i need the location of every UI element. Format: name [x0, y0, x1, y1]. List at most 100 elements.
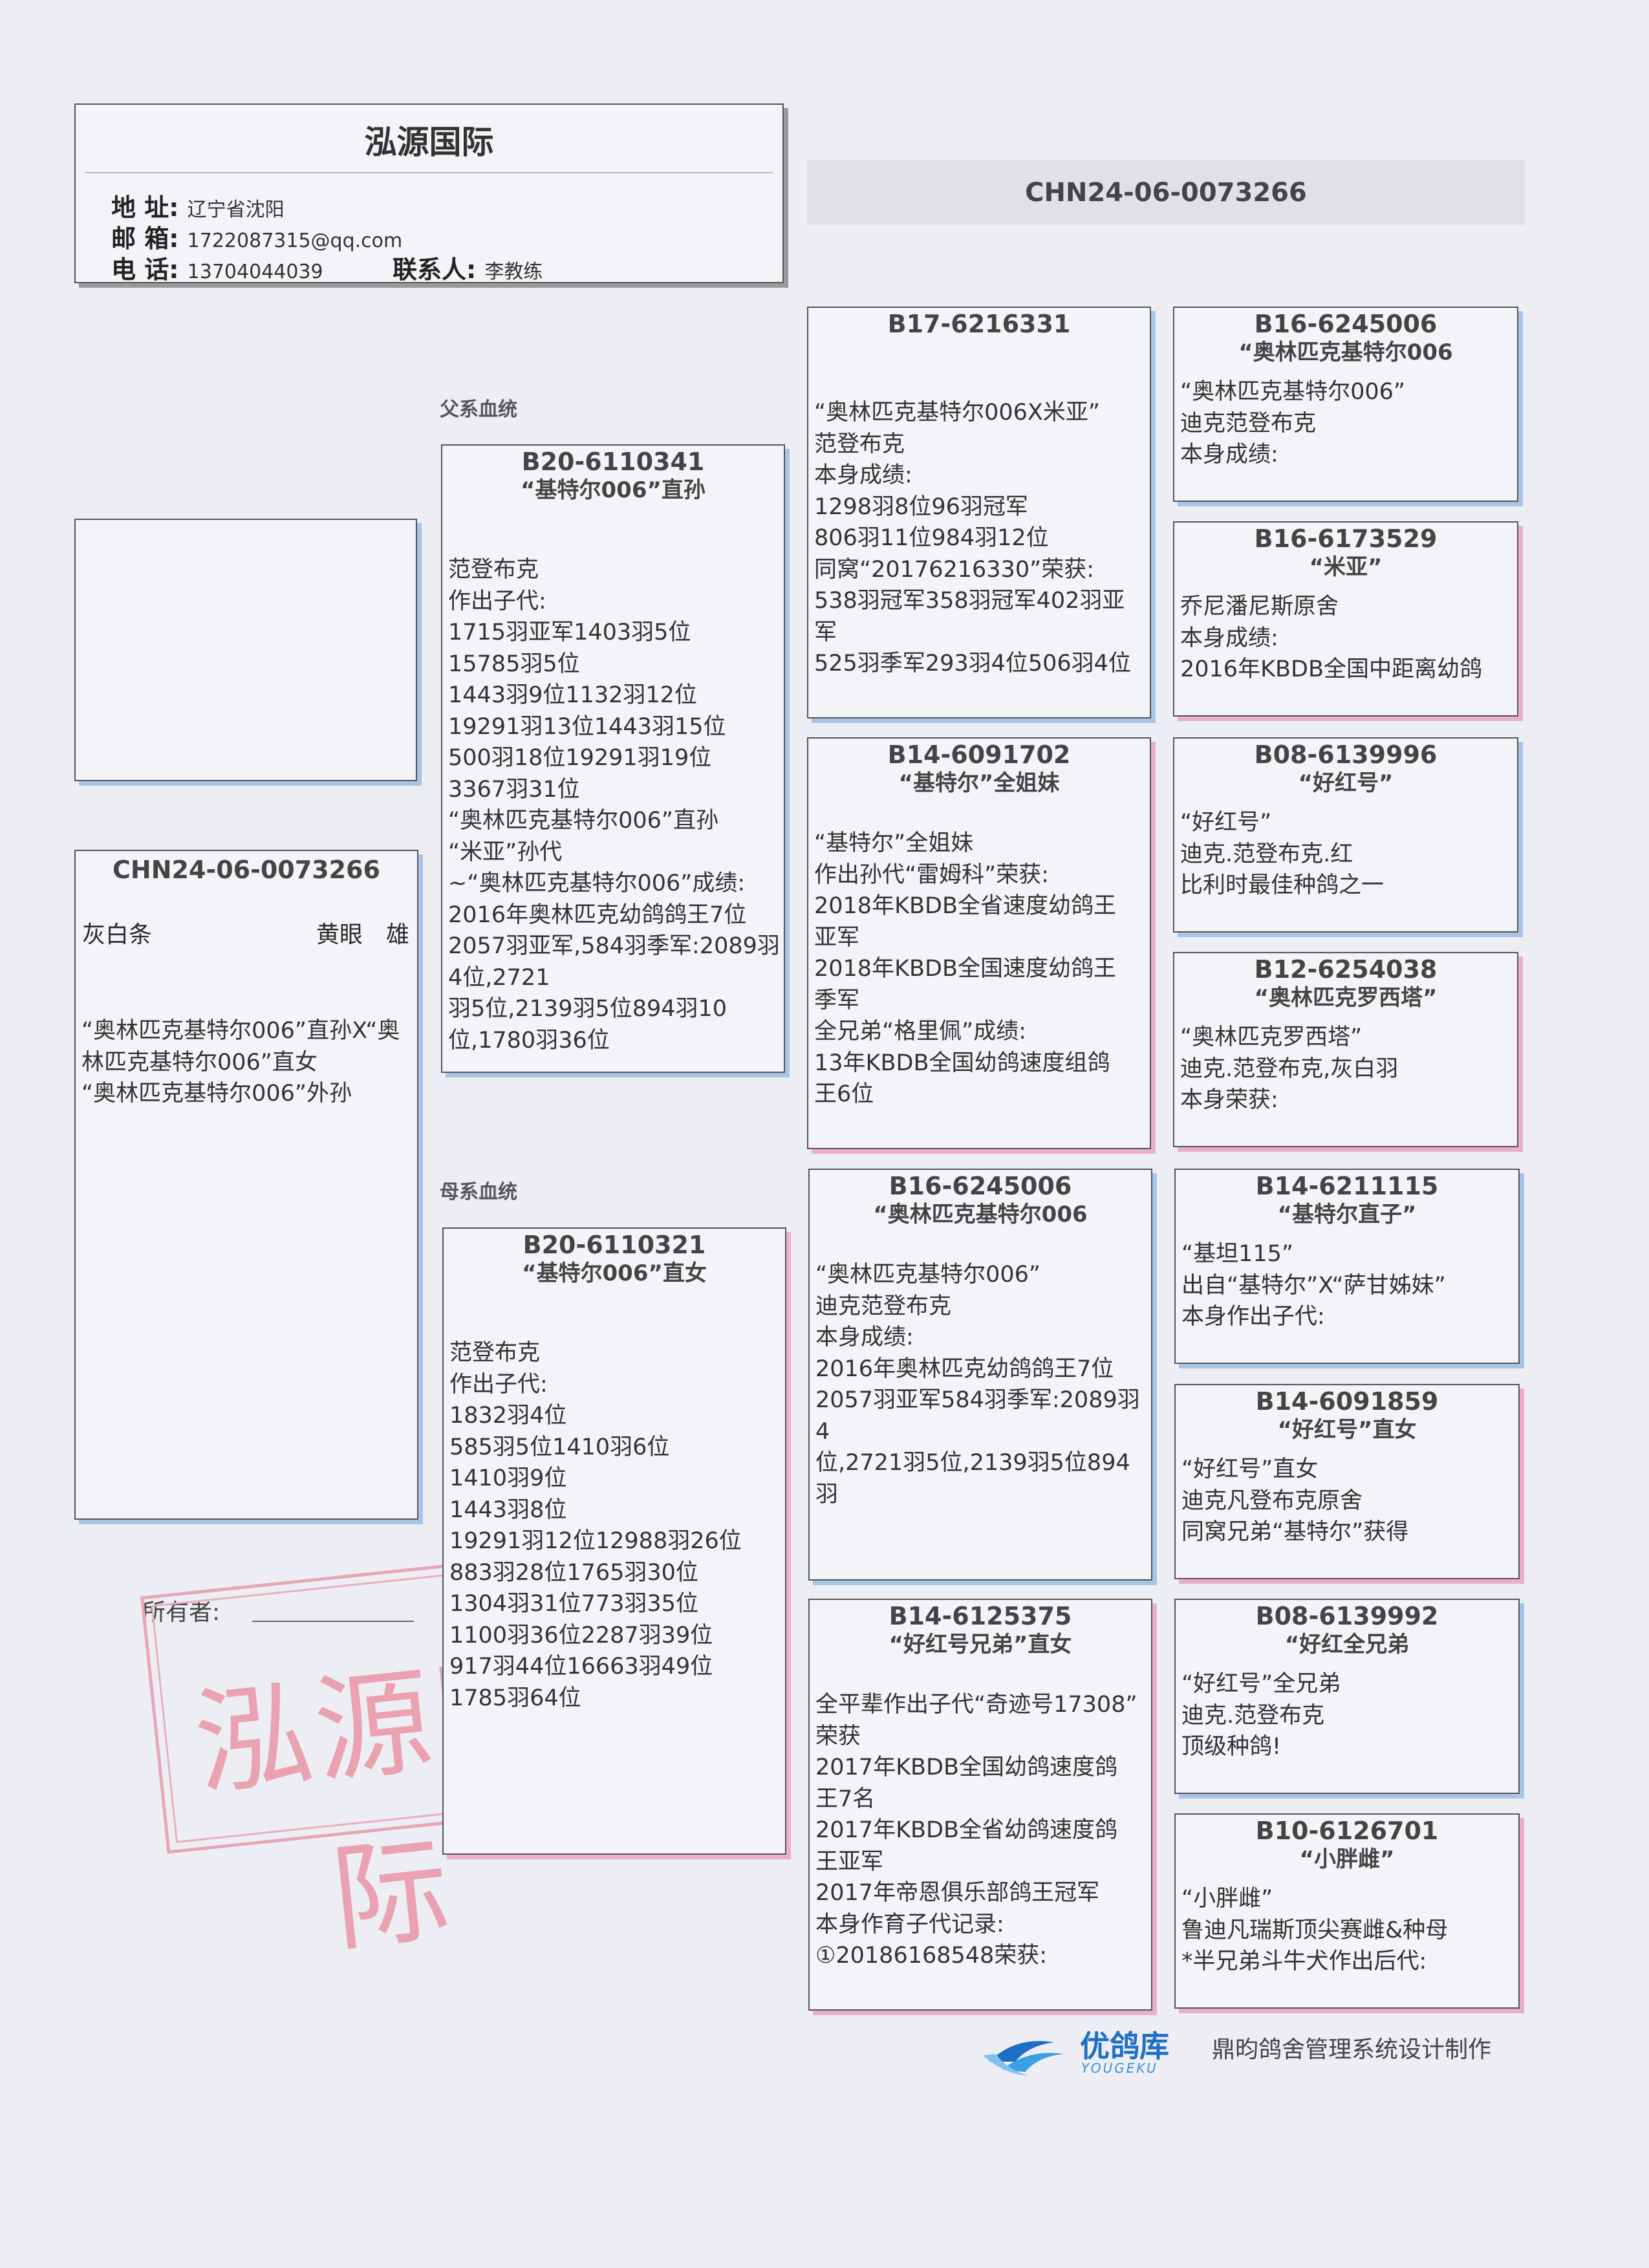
gp3-line: 4: [815, 1418, 830, 1445]
ggp1-name: “奥林匹克基特尔006: [1238, 340, 1453, 365]
email-label: 邮 箱:: [111, 224, 179, 253]
sire-line: 1715羽亚军1403羽5位: [448, 620, 691, 645]
pigeon-photo: [74, 519, 417, 781]
sire-line: 15785羽5位: [448, 651, 580, 677]
ggp8-lines: “小胖雌” 鲁迪凡瑞斯顶尖赛雌&种母 *半兄弟斗牛犬作出后代:: [1176, 1883, 1518, 1978]
gp3-line: 迪克范登布克: [815, 1293, 952, 1319]
sire-line: 位,1780羽36位: [448, 1027, 610, 1053]
ggp7-name: “好红全兄弟: [1284, 1632, 1410, 1658]
sire-line: 500羽18位19291羽19位: [448, 745, 712, 771]
subject-line: “奥林匹克基特尔006”直孙X“奥: [81, 1018, 400, 1044]
ggp2-lines: 乔尼潘尼斯原舍 本身成绩: 2016年KBDB全国中距离幼鸽: [1174, 591, 1517, 686]
ggp4-line: “奥林匹克罗西塔”: [1180, 1024, 1363, 1050]
email-value: 1722087315@qq.com: [187, 230, 403, 252]
gp1-line: 军: [814, 619, 837, 645]
sire-line: ~“奥林匹克基特尔006”成绩:: [448, 870, 746, 896]
gp2-line: 2018年KBDB全国速度幼鸽王: [814, 956, 1116, 982]
contact-row: 联系人: 李教练: [393, 250, 543, 283]
dam-line: 作出子代:: [449, 1371, 548, 1398]
gp2-line: “基特尔”全姐妹: [814, 830, 974, 856]
subject-lines: “奥林匹克基特尔006”直孙X“奥 林匹克基特尔006”直女 “奥林匹克基特尔0…: [76, 1015, 400, 1110]
ggp1-line: 迪克范登布克: [1180, 410, 1317, 437]
gp1-ring: B17-6216331: [887, 310, 1071, 338]
sire-line: 4位,2721: [448, 964, 550, 991]
gp4-line: 王7名: [815, 1786, 876, 1812]
brand-name-en: YOUGEKU: [1081, 2060, 1158, 2076]
address-row: 地 址: 辽宁省沈阳: [111, 188, 285, 223]
ggp-box-4: B12-6254038 “奥林匹克罗西塔” “奥林匹克罗西塔” 迪克.范登布克,…: [1173, 952, 1518, 1147]
gp4-lines: 全平辈作出子代“奇迹号17308” 荣获 2017年KBDB全国幼鸽速度鸽 王7…: [810, 1689, 1151, 1972]
ggp2-line: 本身成绩:: [1180, 625, 1278, 651]
contact-label: 联系人:: [393, 255, 477, 283]
subject-ring: CHN24-06-0073266: [113, 856, 380, 884]
phone-row: 电 话: 13704044039: [111, 250, 323, 283]
subject-eye-sex: 黄眼 雄: [316, 922, 409, 948]
dam-lines: 范登布克 作出子代: 1832羽4位 585羽5位1410羽6位 1410羽9位…: [444, 1337, 785, 1714]
gp3-name: “奥林匹克基特尔006: [873, 1202, 1088, 1227]
gp2-line: 13年KBDB全国幼鸽速度组鸽: [814, 1050, 1110, 1076]
gp4-line: ①20186168548荣获:: [815, 1943, 1048, 1969]
dam-ring: B20-6110321: [523, 1231, 706, 1259]
maternal-label: 母系血统: [440, 1181, 517, 1204]
dam-line: 883羽28位1765羽30位: [449, 1559, 698, 1586]
ggp1-lines: “奥林匹克基特尔006” 迪克范登布克 本身成绩:: [1174, 376, 1517, 471]
dam-line: 585羽5位1410羽6位: [449, 1434, 670, 1460]
ggp1-ring: B16-6245006: [1254, 310, 1438, 338]
ggp5-ring: B14-6211115: [1255, 1172, 1439, 1200]
sire-line: 3367羽31位: [448, 776, 580, 803]
gp2-name: “基特尔”全姐妹: [898, 770, 1060, 796]
dam-line: 1785羽64位: [449, 1685, 581, 1711]
gp1-name: [808, 339, 1150, 366]
gp3-lines: “奥林匹克基特尔006” 迪克范登布克 本身成绩: 2016年奥林匹克幼鸽鸽王7…: [810, 1259, 1151, 1510]
sire-box: B20-6110341 “基特尔006”直孙 范登布克 作出子代: 1715羽亚…: [441, 444, 785, 1073]
sire-line: 2057羽亚军,584羽季军:2089羽: [448, 933, 780, 959]
ggp8-ring: B10-6126701: [1255, 1817, 1439, 1845]
gp4-ring: B14-6125375: [889, 1602, 1072, 1630]
ggp2-line: 2016年KBDB全国中距离幼鸽: [1180, 656, 1482, 682]
gp2-line: 作出孙代“雷姆科”荣获:: [814, 861, 1050, 888]
ggp3-line: “好红号”: [1180, 810, 1272, 836]
sire-name: “基特尔006”直孙: [521, 477, 706, 503]
ggp6-line: “好红号”直女: [1181, 1456, 1319, 1482]
ggp2-line: 乔尼潘尼斯原舍: [1180, 594, 1339, 620]
gp3-line: 2057羽亚军584羽季军:2089羽: [815, 1387, 1140, 1413]
ggp2-ring: B16-6173529: [1254, 524, 1438, 553]
ggp8-line: 鲁迪凡瑞斯顶尖赛雌&种母: [1181, 1917, 1449, 1943]
ggp-box-5: B14-6211115 “基特尔直子” “基坦115” 出自“基特尔”X“萨甘姊…: [1174, 1169, 1520, 1364]
gp1-line: 538羽冠军358羽冠军402羽亚: [814, 588, 1125, 614]
gp4-line: 荣获: [815, 1723, 861, 1749]
ggp1-line: 本身成绩:: [1180, 442, 1278, 468]
ggp-box-2: B16-6173529 “米亚” 乔尼潘尼斯原舍 本身成绩: 2016年KBDB…: [1173, 521, 1518, 717]
gp3-line: 羽: [815, 1481, 839, 1507]
granddam-maternal-box: B14-6125375 “好红号兄弟”直女 全平辈作出子代“奇迹号17308” …: [808, 1599, 1152, 2011]
breeder-info-box: 泓源国际 地 址: 辽宁省沈阳 邮 箱: 1722087315@qq.com 电…: [74, 103, 784, 283]
ggp1-line: “奥林匹克基特尔006”: [1180, 379, 1406, 405]
ggp7-lines: “好红号”全兄弟 迪克.范登布克 顶级种鸽!: [1176, 1669, 1518, 1763]
phone-label: 电 话:: [111, 255, 179, 283]
subject-line: 林匹克基特尔006”直女: [81, 1049, 318, 1075]
dam-line: 1410羽9位: [449, 1465, 567, 1491]
gp4-line: 王亚军: [815, 1848, 884, 1875]
gp4-line: 2017年KBDB全省幼鸽速度鸽: [815, 1817, 1117, 1843]
dam-line: 1832羽4位: [449, 1403, 567, 1429]
ggp7-line: 顶级种鸽!: [1181, 1734, 1282, 1760]
footer: 优鸽库 YOUGEKU 鼎昀鸽舍管理系统设计制作: [976, 2023, 1546, 2088]
owner-label: 所有者:: [142, 1599, 221, 1626]
ggp3-line: 迪克.范登布克.红: [1180, 841, 1353, 867]
paternal-label: 父系血统: [440, 398, 517, 421]
ggp6-name: “好红号”直女: [1277, 1417, 1417, 1443]
gp2-lines: “基特尔”全姐妹 作出孙代“雷姆科”荣获: 2018年KBDB全省速度幼鸽王 亚…: [808, 828, 1150, 1110]
gp2-line: 2018年KBDB全省速度幼鸽王: [814, 893, 1116, 919]
ggp5-name: “基特尔直子”: [1277, 1202, 1417, 1227]
ggp3-ring: B08-6139996: [1254, 740, 1438, 769]
gp2-line: 季军: [814, 987, 860, 1013]
ggp3-name: “好红号”: [1298, 770, 1394, 796]
ggp-box-6: B14-6091859 “好红号”直女 “好红号”直女 迪克凡登布克原舍 同窝兄…: [1174, 1384, 1520, 1579]
granddam-paternal-box: B14-6091702 “基特尔”全姐妹 “基特尔”全姐妹 作出孙代“雷姆科”荣…: [807, 737, 1151, 1149]
sire-line: 2016年奥林匹克幼鸽鸽王7位: [448, 902, 747, 928]
sire-line: 19291羽13位1443羽15位: [448, 713, 726, 740]
ggp4-ring: B12-6254038: [1254, 955, 1438, 984]
ggp3-line: 比利时最佳种鸽之一: [1180, 872, 1385, 898]
ggp8-line: *半兄弟斗牛犬作出后代:: [1181, 1949, 1427, 1974]
